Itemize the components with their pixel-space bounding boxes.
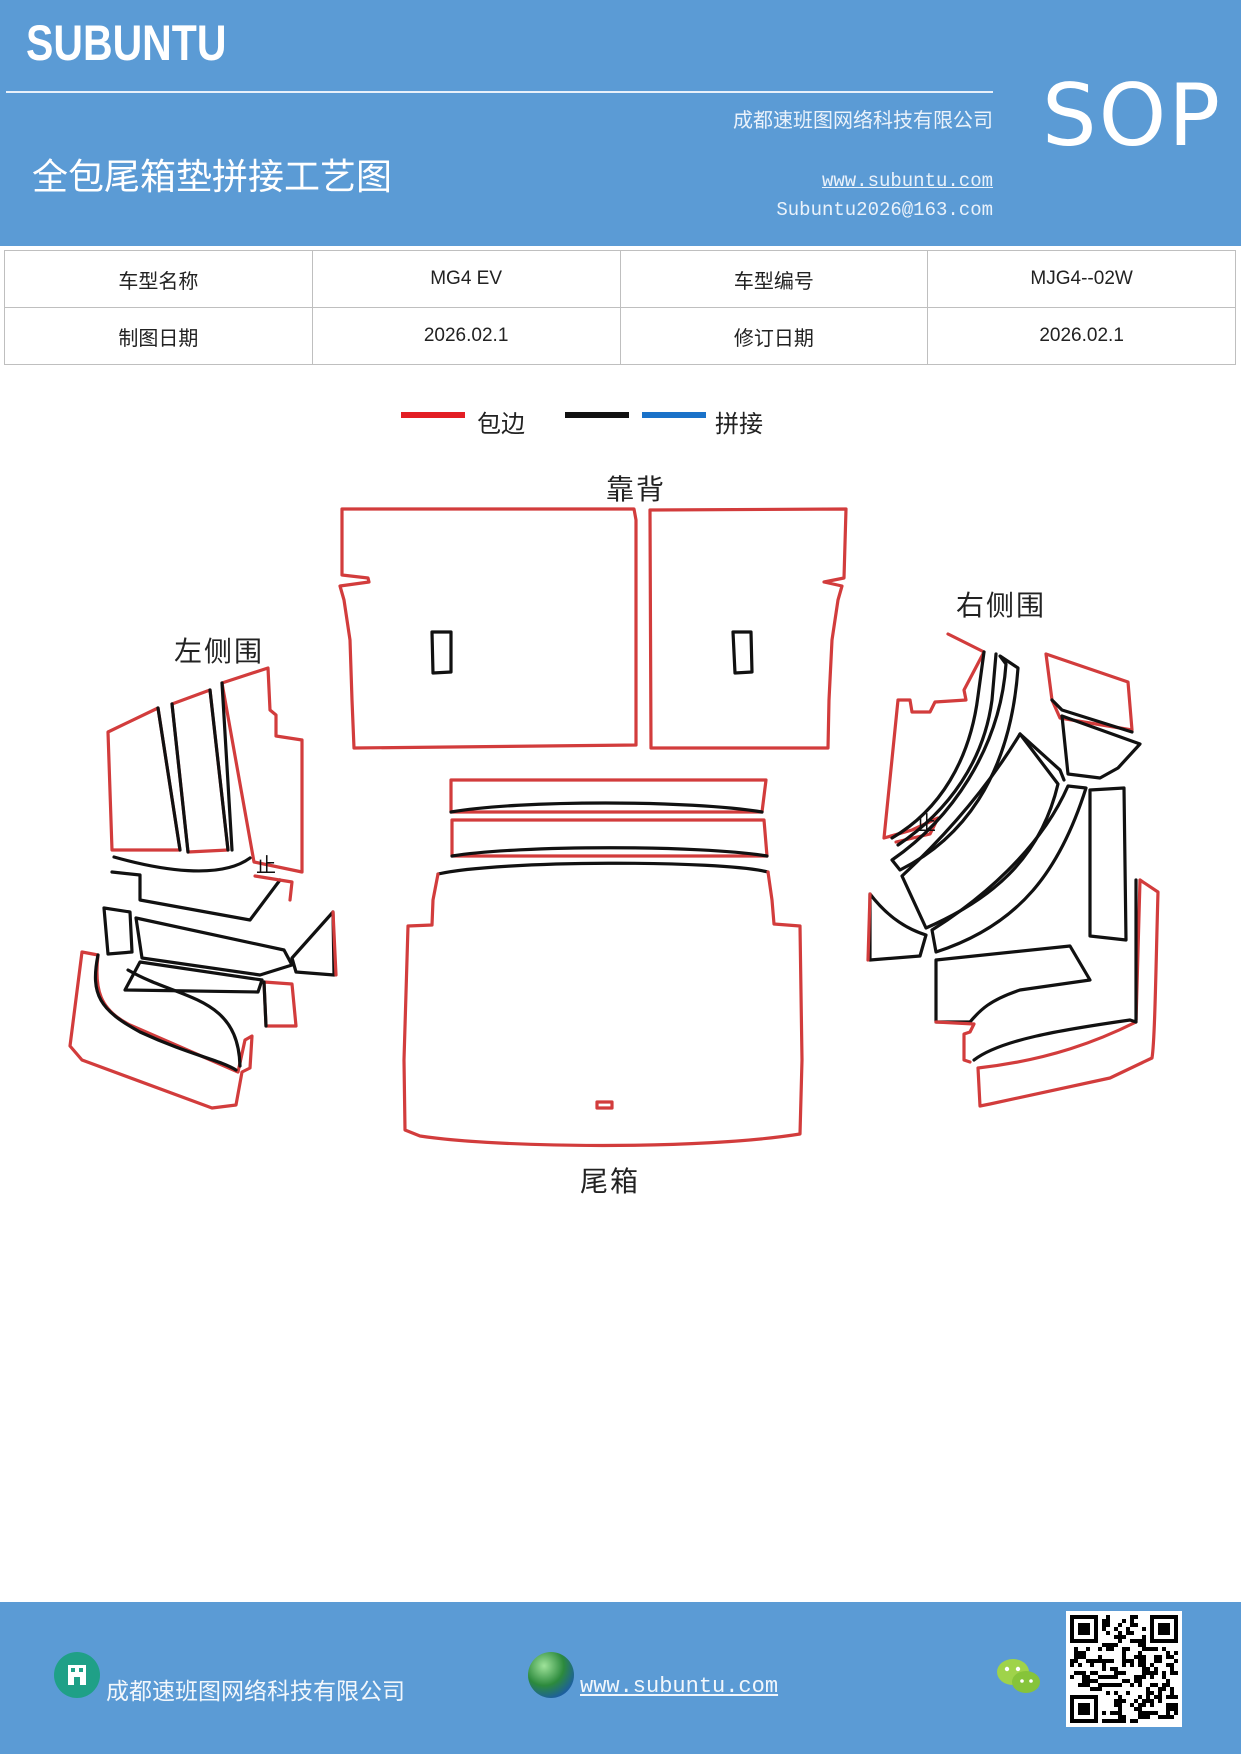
legend-swatch-black (565, 412, 629, 418)
wechat-icon[interactable] (994, 1654, 1044, 1700)
right-side-arc-2 (890, 654, 1020, 872)
left-side-piece-7 (123, 960, 264, 994)
right-side-top-piece (1044, 652, 1134, 732)
backrest-left-slot (430, 630, 453, 675)
sop-badge: SOP (1042, 66, 1223, 166)
header-banner: SUBUNTU SOP 成都速班图网络科技有限公司 全包尾箱垫拼接工艺图 www… (0, 0, 1241, 246)
right-side-arc-3b (1018, 732, 1066, 782)
legend-swatch-edging (401, 412, 465, 418)
left-side-lower-seam (93, 953, 242, 1072)
right-side-top-seam (1050, 698, 1134, 734)
qr-code (1066, 1611, 1182, 1727)
model-code-label: 车型编号 (619, 250, 929, 308)
left-side-seam-1 (156, 706, 182, 852)
model-name-value: MG4 EV (311, 250, 621, 308)
globe-icon (528, 1652, 574, 1698)
trunk-label: 尾箱 (580, 1165, 641, 1198)
building-icon (54, 1652, 100, 1698)
right-side-vertical-piece (1088, 786, 1128, 942)
right-side-notch (934, 1020, 976, 1064)
left-side-piece-6-edge (331, 910, 338, 977)
left-side-hook (253, 874, 294, 902)
backrest-right-panel (648, 507, 848, 750)
mat-layout-diagram: 止 止 (68, 507, 1160, 1148)
table-row: 制图日期 2026.02.1 修订日期 2026.02.1 (4, 307, 1236, 365)
right-side-left-edge (866, 892, 872, 962)
right-side-label: 右侧围 (956, 589, 1047, 622)
footer-company-name: 成都速班图网络科技有限公司 (106, 1679, 405, 1705)
stop-mark-left: 止 (256, 853, 276, 877)
header-divider (6, 91, 993, 93)
trunk-strip-mid-seam (450, 846, 769, 858)
backrest-left-panel (338, 507, 638, 750)
header-email[interactable]: Subuntu2026@163.com (776, 199, 993, 221)
legend: 包边 拼接 (0, 404, 1241, 440)
vehicle-info-table: 车型名称 MG4 EV 车型编号 MJG4--02W 制图日期 2026.02.… (4, 250, 1236, 365)
backrest-right-slot (731, 630, 754, 675)
legend-label-edging: 包边 (477, 410, 525, 438)
left-side-seam-4 (110, 855, 282, 922)
trunk-floor-slot (595, 1100, 614, 1110)
model-code-value: MJG4--02W (927, 250, 1236, 308)
revise-date-label: 修订日期 (619, 307, 929, 365)
right-side-bottom-edge (976, 878, 1160, 1108)
legend-swatch-seam (642, 412, 706, 418)
stop-mark-right: 止 (916, 811, 936, 835)
right-side-piece-b (1060, 714, 1142, 780)
right-side-arc-1 (890, 650, 998, 847)
footer-banner: 成都速班图网络科技有限公司 www.subuntu.com (0, 1602, 1241, 1754)
right-side-outer-edge (882, 632, 986, 844)
table-row: 车型名称 MG4 EV 车型编号 MJG4--02W (4, 250, 1236, 308)
backrest-label: 靠背 (606, 473, 667, 506)
left-side-piece-8 (262, 980, 298, 1028)
left-side-seam-2 (170, 688, 230, 854)
footer-website-link[interactable]: www.subuntu.com (580, 1674, 779, 1699)
right-side-left-piece (868, 892, 928, 962)
right-side-bottom-seam (972, 878, 1138, 1062)
trunk-floor-top-seam (436, 861, 770, 876)
left-side-piece-3 (220, 666, 304, 874)
left-side-label: 左侧围 (174, 635, 265, 668)
model-name-label: 车型名称 (4, 250, 313, 308)
trunk-strip-top-seam (449, 801, 764, 814)
right-side-mid-piece (930, 784, 1088, 954)
legend-label-seam: 拼接 (715, 410, 763, 438)
left-side-seam-3 (220, 681, 234, 852)
page-title: 全包尾箱垫拼接工艺图 (32, 157, 393, 198)
brand-logo: SUBUNTU (26, 15, 227, 71)
draw-date-label: 制图日期 (4, 307, 313, 365)
revise-date-value: 2026.02.1 (927, 307, 1236, 365)
left-side-piece-8-seam (262, 980, 268, 1028)
left-side-piece-6 (290, 910, 336, 977)
left-side-piece-5 (134, 916, 294, 977)
trunk-floor (402, 870, 804, 1148)
draw-date-value: 2026.02.1 (311, 307, 621, 365)
header-company-name: 成都速班图网络科技有限公司 (733, 108, 993, 132)
left-side-piece-4 (102, 906, 134, 956)
header-website-link[interactable]: www.subuntu.com (821, 170, 993, 192)
right-side-lower-piece (934, 944, 1092, 1024)
